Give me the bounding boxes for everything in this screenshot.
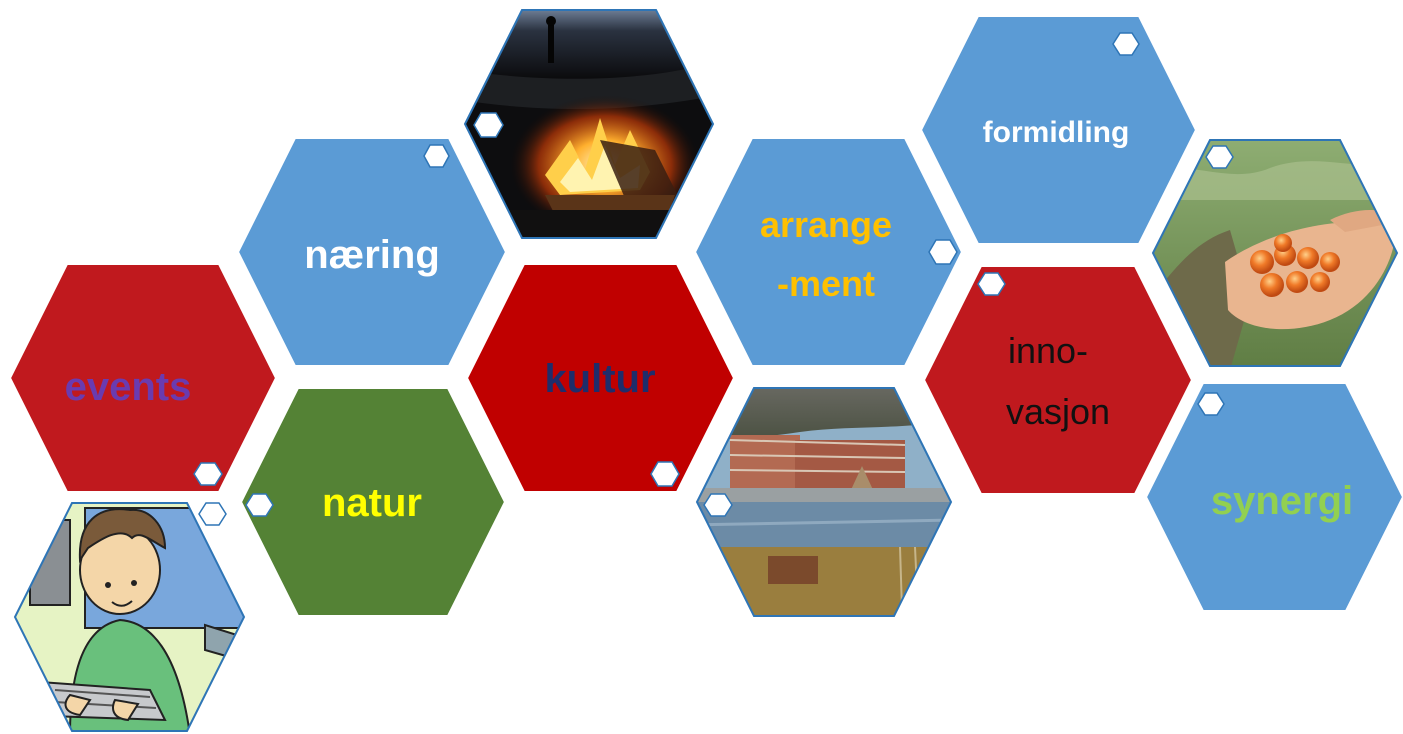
tile-synergi-hex [1144, 382, 1403, 612]
badge-hex-events [193, 462, 223, 486]
badge-hex-innovasjon [977, 272, 1006, 296]
tile-events-label: events [65, 365, 192, 409]
tile-arrangement-line2: -ment [777, 263, 875, 304]
badge-hex-building [703, 493, 733, 517]
campfire-image [465, 10, 713, 238]
tile-events[interactable]: events [8, 263, 278, 493]
tile-innovasjon-hex [922, 265, 1194, 495]
badge-hex-naering [423, 144, 450, 168]
badge-hex-synergi [1197, 392, 1225, 416]
tile-synergi[interactable]: synergi [1144, 382, 1403, 612]
badge-hex-formidling [1112, 32, 1140, 56]
tile-naering[interactable]: næring [236, 137, 508, 367]
photo-campfire[interactable] [460, 5, 720, 245]
tile-arrangement-hex [693, 137, 964, 367]
photo-cloudberries[interactable] [1150, 135, 1403, 370]
tile-kultur[interactable]: kultur [465, 263, 736, 493]
tile-formidling-hex [919, 15, 1198, 245]
tile-innovasjon[interactable]: inno- vasjon [922, 265, 1194, 495]
badge-hex-arrangement [928, 239, 958, 265]
building-image [697, 388, 951, 616]
photo-computer-user[interactable] [10, 498, 255, 734]
badge-hex-berries [1205, 145, 1234, 169]
badge-hex-campfire [473, 112, 504, 138]
tile-natur-label: natur [322, 481, 422, 525]
cloudberries-image [1153, 140, 1397, 366]
tile-synergi-label: synergi [1211, 479, 1353, 523]
tile-naering-hex [236, 137, 508, 367]
badge-hex-natur [245, 493, 274, 517]
tile-arrangement[interactable]: arrange -ment [693, 137, 964, 367]
photo-building[interactable] [690, 383, 955, 623]
tile-kultur-hex [465, 263, 736, 493]
badge-hex-kultur [650, 461, 680, 487]
tile-naering-label: næring [304, 233, 440, 277]
tile-events-hex [8, 263, 278, 493]
tile-natur-hex [239, 387, 507, 617]
tile-innovasjon-line1: inno- [1008, 330, 1088, 371]
badge-hex-computer [198, 502, 227, 526]
tile-natur[interactable]: natur [239, 387, 507, 617]
hex-badges [193, 32, 1234, 526]
tile-kultur-label: kultur [544, 357, 655, 401]
tile-innovasjon-line2: vasjon [1006, 391, 1110, 432]
tile-formidling[interactable]: formidling [919, 15, 1198, 245]
tile-arrangement-line1: arrange [760, 204, 892, 245]
tile-formidling-label: formidling [983, 116, 1130, 149]
computer-user-image [15, 503, 244, 731]
